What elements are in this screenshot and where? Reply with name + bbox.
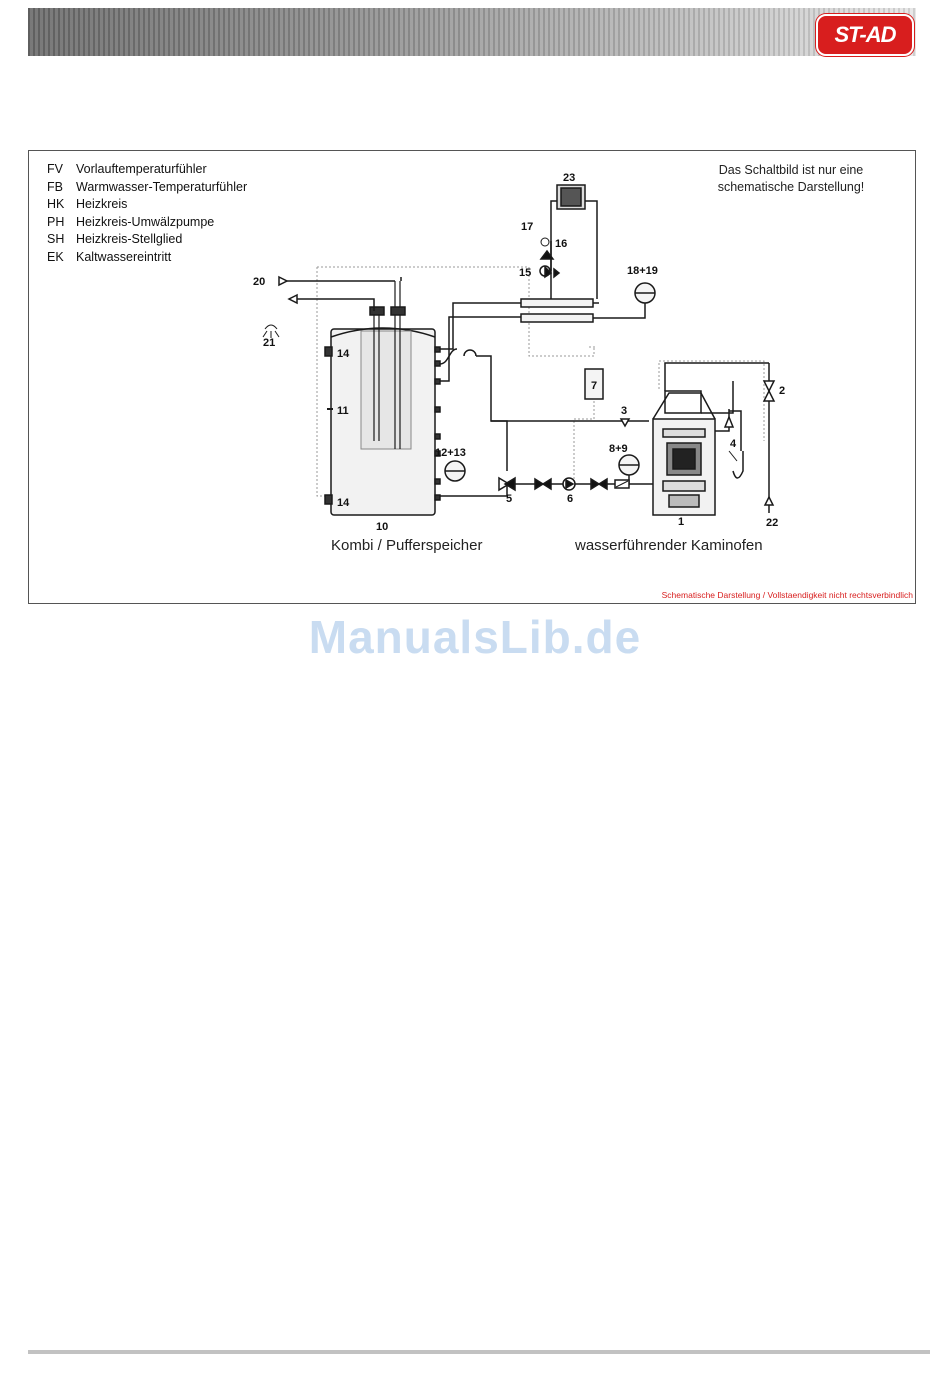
label-5: 5 <box>506 493 513 505</box>
label-12-13: 12+13 <box>435 447 466 459</box>
label-4: 4 <box>730 438 737 450</box>
legend-abbr: HK <box>47 197 65 211</box>
schematic-drawing <box>262 184 776 516</box>
label-23: 23 <box>563 172 576 184</box>
schematic-figure: FV Vorlauftemperaturfühler FB Warmwasser-T… <box>28 150 916 604</box>
note-line: Das Schaltbild ist nur eine <box>718 163 864 177</box>
label-2: 2 <box>779 385 786 397</box>
label-11: 11 <box>337 405 349 417</box>
stove <box>652 362 769 516</box>
disclaimer: Schematische Darstellung / Vollstaendigk… <box>661 590 913 600</box>
label-10: 10 <box>376 521 389 533</box>
legend-abbr: FB <box>47 179 63 194</box>
label-20: 20 <box>253 276 266 288</box>
legend-abbr: EK <box>47 249 64 264</box>
label-14-top: 14 <box>337 348 350 360</box>
legend-abbr: PH <box>47 214 65 229</box>
label-17: 17 <box>521 221 534 233</box>
label-16: 16 <box>555 238 568 250</box>
label-22: 22 <box>766 517 779 529</box>
legend-row: SH Heizkreis-Stellglied <box>47 231 247 249</box>
label-7: 7 <box>591 380 598 392</box>
legend-row: FB Warmwasser-Temperaturfühler <box>47 179 247 197</box>
legend: FV Vorlauftemperaturfühler FB Warmwasser-T… <box>47 161 247 266</box>
watermark: ManualsLib.de <box>308 611 642 663</box>
legend-row: EK Kaltwassereintritt <box>47 249 247 267</box>
stad-logo: ST-AD <box>816 14 914 56</box>
footer-line <box>28 1350 930 1354</box>
legend-abbr: SH <box>47 232 65 246</box>
legend-abbr: FV <box>47 162 63 176</box>
schematic-note: Das Schaltbild ist nur eine schematische… <box>691 162 891 196</box>
label-3: 3 <box>621 405 628 417</box>
legend-text: Heizkreis <box>76 197 128 211</box>
storage-tank <box>324 281 441 516</box>
legend-text: Heizkreis-Umwälzpumpe <box>76 214 215 229</box>
caption-stove: wasserführender Kaminofen <box>575 537 763 554</box>
note-line: schematische Darstellung! <box>717 180 865 194</box>
shower-icon <box>262 324 280 338</box>
label-1: 1 <box>678 516 685 528</box>
legend-text: Heizkreis-Stellglied <box>76 232 183 246</box>
label-15: 15 <box>519 267 532 279</box>
logo-text: ST-AD <box>834 22 897 47</box>
label-14-bottom: 14 <box>337 497 350 509</box>
legend-text: Warmwasser-Temperaturfühler <box>76 179 248 194</box>
label-6: 6 <box>567 493 574 505</box>
label-21: 21 <box>263 337 276 349</box>
header-bar <box>28 8 916 56</box>
legend-row: FV Vorlauftemperaturfühler <box>47 161 247 179</box>
legend-row: HK Heizkreis <box>47 196 247 214</box>
caption-tank: Kombi / Pufferspeicher <box>331 537 483 554</box>
legend-row: PH Heizkreis-Umwälzpumpe <box>47 214 247 232</box>
label-18-19: 18+19 <box>627 265 658 277</box>
legend-text: Kaltwassereintritt <box>76 249 172 264</box>
legend-text: Vorlauftemperaturfühler <box>76 162 207 176</box>
label-8-9: 8+9 <box>609 443 628 455</box>
